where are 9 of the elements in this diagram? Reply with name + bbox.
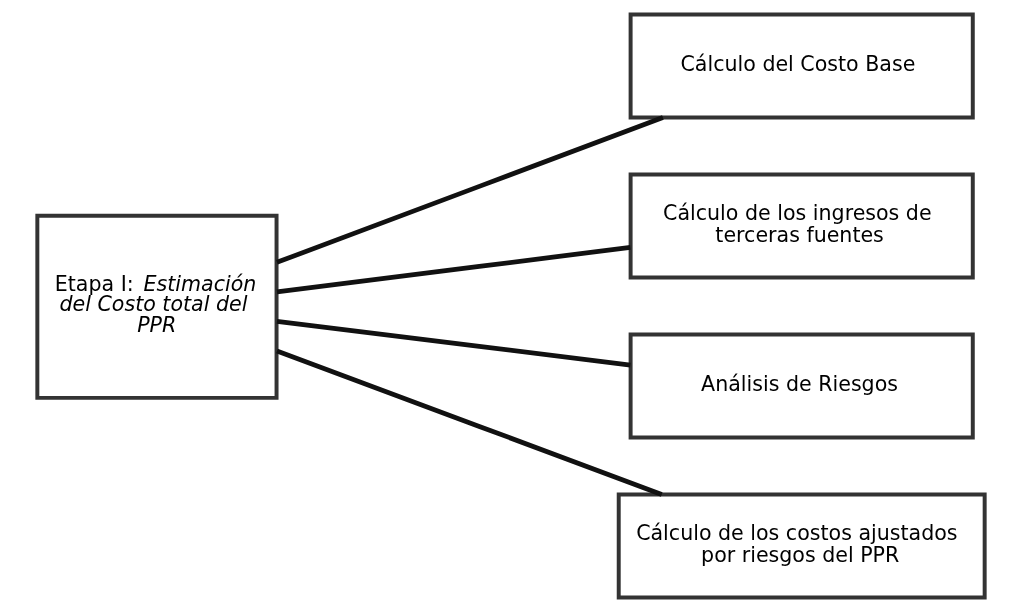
node-box: Análisis de Riesgos — [628, 332, 975, 440]
connector — [276, 319, 631, 368]
node-box: Cálculo de los ingresos de terceras fuentes — [628, 172, 975, 280]
connector — [276, 348, 663, 497]
node-box: Etapa I: Estimación del Costo total del PPR — [35, 213, 279, 400]
node-box: Cálculo del Costo Base — [628, 12, 975, 120]
connector — [276, 115, 664, 265]
node-box: Cálculo de los costos ajustados por riesgos del PPR — [616, 492, 987, 600]
connector — [276, 245, 631, 295]
